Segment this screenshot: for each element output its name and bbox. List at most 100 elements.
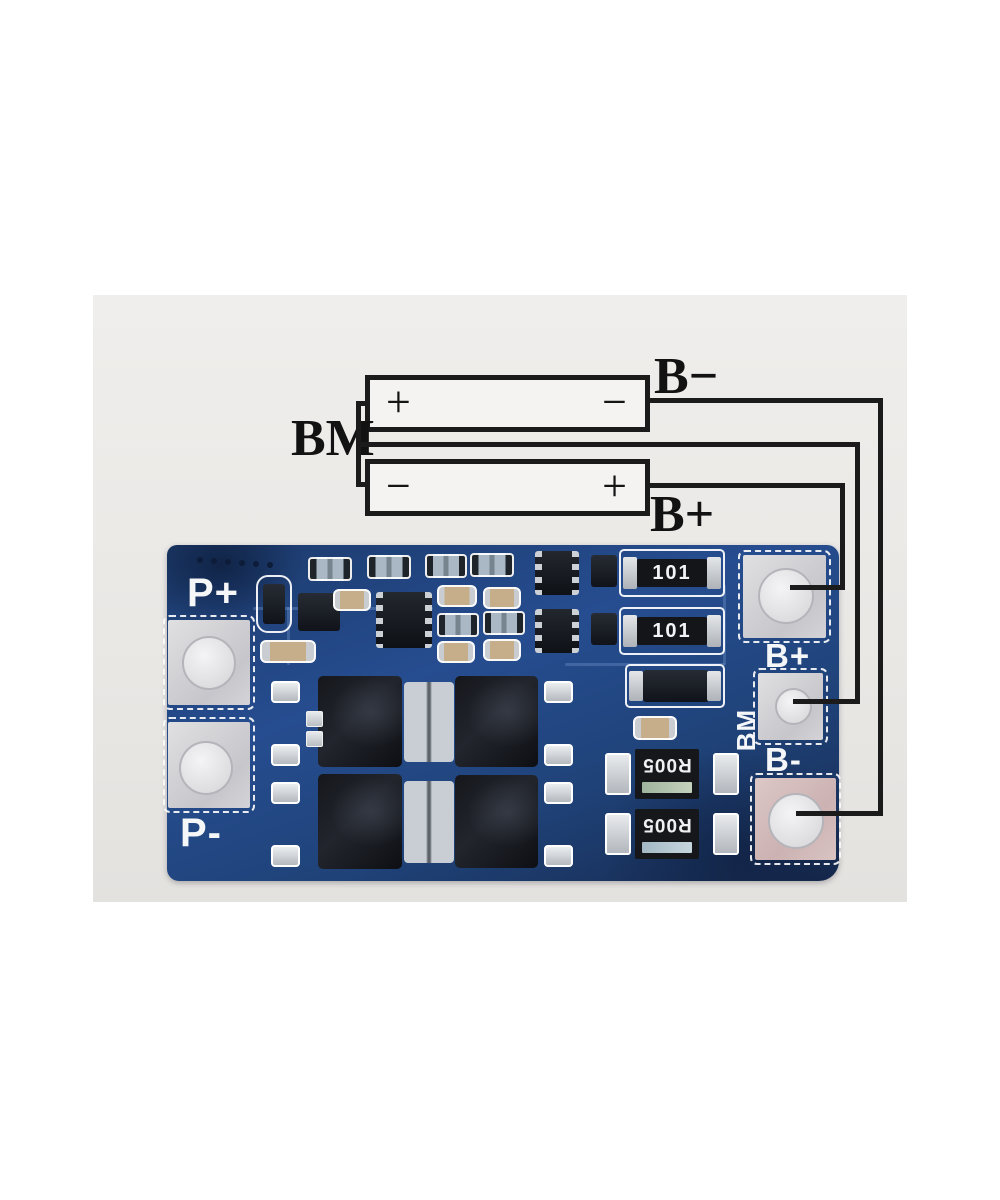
bm-wire-vertical bbox=[855, 442, 860, 704]
b-minus-wire-vertical bbox=[878, 398, 883, 816]
battery-bottom-positive-terminal: + bbox=[602, 460, 627, 510]
mosfet-top-left bbox=[318, 676, 402, 767]
smd-resistor bbox=[470, 553, 514, 577]
resistor-101-body: 101 bbox=[637, 617, 707, 645]
bms-pcb-board: P+ P- B+ BM B- 101 bbox=[163, 545, 841, 881]
pad-b-minus-hole bbox=[768, 793, 824, 849]
mosfet-lead bbox=[271, 744, 300, 766]
b-minus-wire-horizontal bbox=[650, 398, 883, 403]
pad-bm bbox=[753, 668, 828, 745]
silk-b-plus: B+ bbox=[765, 637, 811, 674]
battery-top-negative-terminal: − bbox=[602, 376, 627, 426]
shunt-body: R005 bbox=[635, 749, 699, 799]
shunt-pad bbox=[713, 753, 739, 795]
mosfet-lead bbox=[271, 782, 300, 804]
bm-wire-horizontal bbox=[360, 442, 860, 447]
pad-b-minus bbox=[750, 773, 841, 865]
shunt-label: R005 bbox=[642, 754, 692, 775]
resistor-end-cap bbox=[623, 615, 637, 647]
silk-p-plus: P+ bbox=[187, 571, 240, 615]
protection-ic bbox=[535, 609, 579, 653]
pad-p-plus bbox=[163, 615, 255, 710]
bm-wire-to-pad bbox=[793, 699, 860, 704]
resistor-end-cap bbox=[623, 557, 637, 589]
capacitor bbox=[633, 716, 677, 740]
diode-vertical bbox=[256, 575, 292, 633]
pad-p-minus bbox=[163, 717, 255, 813]
smd-transistor bbox=[591, 613, 617, 645]
shunt-r005-2: R005 bbox=[605, 809, 739, 860]
silk-p-minus: P- bbox=[180, 811, 222, 855]
resistor-end-cap bbox=[707, 557, 721, 589]
smd-resistor bbox=[308, 557, 352, 581]
pad-p-plus-hole bbox=[182, 636, 236, 690]
capacitor bbox=[333, 589, 371, 611]
battery-bottom-negative-terminal: − bbox=[386, 460, 411, 510]
shunt-r005-1: R005 bbox=[605, 749, 739, 799]
b-plus-wire-to-pad bbox=[790, 585, 845, 590]
capacitor bbox=[260, 640, 316, 663]
smd-resistor bbox=[483, 611, 525, 635]
shunt-pad bbox=[713, 813, 739, 855]
fiducial-dots bbox=[197, 557, 203, 563]
smd-resistor bbox=[425, 554, 467, 578]
resistor-101-body: 101 bbox=[637, 559, 707, 587]
mosfet-lead bbox=[544, 782, 573, 804]
b-minus-wire-to-pad bbox=[796, 811, 883, 816]
series-bracket-stub-top bbox=[356, 401, 367, 406]
capacitor bbox=[483, 639, 521, 661]
label-b-minus: B− bbox=[654, 348, 719, 405]
smd-resistor bbox=[367, 555, 411, 579]
b-plus-wire-vertical bbox=[840, 483, 845, 590]
diode-end bbox=[707, 671, 721, 701]
series-bracket-vertical bbox=[356, 401, 361, 487]
diode-body bbox=[263, 584, 285, 624]
mosfet-lead bbox=[271, 845, 300, 867]
protection-ic bbox=[535, 551, 579, 595]
diode-body bbox=[643, 670, 709, 702]
smd-transistor bbox=[591, 555, 617, 587]
b-plus-wire-horizontal bbox=[650, 483, 845, 488]
label-bm: BM bbox=[291, 410, 375, 467]
mosfet-bottom-left bbox=[318, 774, 402, 869]
test-point bbox=[306, 711, 323, 727]
resistor-101-1: 101 bbox=[619, 549, 725, 597]
mosfet-drain-tabs-top bbox=[404, 682, 454, 762]
battery-cell-top: + − bbox=[365, 375, 650, 432]
resistor-101-2: 101 bbox=[619, 607, 725, 655]
pad-b-plus-hole bbox=[758, 568, 814, 624]
product-photo: + − − + B− BM B+ bbox=[93, 295, 907, 902]
diode-end bbox=[629, 671, 643, 701]
shunt-element bbox=[642, 782, 692, 793]
mosfet-top-right bbox=[455, 676, 538, 767]
battery-cell-bottom: − + bbox=[365, 459, 650, 516]
silk-b-minus: B- bbox=[765, 741, 802, 778]
mosfet-lead bbox=[271, 681, 300, 703]
capacitor bbox=[437, 641, 475, 663]
series-bracket-stub-bottom bbox=[356, 482, 367, 487]
pad-bm-hole bbox=[775, 688, 812, 725]
mosfet-lead bbox=[544, 744, 573, 766]
mosfet-drain-tabs-bottom bbox=[404, 781, 454, 863]
shunt-body: R005 bbox=[635, 809, 699, 859]
shunt-pad bbox=[605, 813, 631, 855]
shunt-element bbox=[642, 842, 692, 853]
diode-horizontal bbox=[625, 664, 725, 708]
mosfet-lead bbox=[544, 681, 573, 703]
shunt-label: R005 bbox=[642, 814, 692, 835]
mosfet-lead bbox=[544, 845, 573, 867]
capacitor bbox=[483, 587, 521, 609]
pad-b-plus bbox=[738, 550, 831, 643]
resistor-end-cap bbox=[707, 615, 721, 647]
protection-ic bbox=[376, 592, 432, 648]
smd-resistor bbox=[437, 613, 479, 637]
test-point bbox=[306, 731, 323, 747]
pcb-trace bbox=[287, 607, 290, 665]
capacitor bbox=[437, 585, 477, 607]
label-b-plus: B+ bbox=[650, 486, 715, 543]
battery-top-positive-terminal: + bbox=[386, 376, 411, 426]
silk-bm: BM bbox=[731, 708, 762, 752]
shunt-pad bbox=[605, 753, 631, 795]
mosfet-bottom-right bbox=[455, 775, 538, 868]
pad-p-minus-hole bbox=[179, 741, 233, 795]
